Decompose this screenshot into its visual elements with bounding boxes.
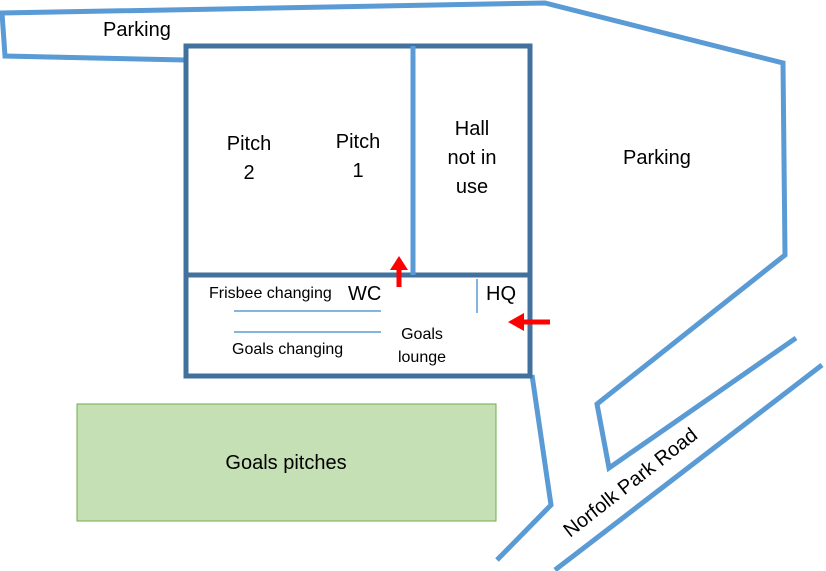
parking-right-label: Parking [623, 147, 691, 169]
frisbee-changing-label: Frisbee changing [209, 285, 332, 302]
hall-label-line1: Hall [455, 118, 489, 140]
hall-label-line2: not in [448, 147, 497, 169]
pitch2-label-line2: 2 [243, 162, 254, 184]
entrance-arrow-left [508, 313, 550, 331]
goals-lounge-label-line2: lounge [398, 349, 446, 366]
goals-lounge-label-line1: Goals [401, 326, 443, 343]
road-edge [553, 363, 824, 571]
pitch2-label-line1: Pitch [227, 133, 271, 155]
hq-label: HQ [486, 283, 516, 305]
parking-top-area [2, 3, 785, 470]
pitch1-label-line2: 1 [352, 160, 363, 182]
goals-pitches-label: Goals pitches [225, 452, 346, 474]
parking-top-outline [0, 0, 798, 473]
hall-label-line3: use [456, 176, 488, 198]
wc-label: WC [348, 283, 381, 305]
goals-pitches-area [76, 403, 497, 522]
building-outline [183, 43, 533, 379]
pitch1-label-line1: Pitch [336, 131, 380, 153]
road-label: Norfolk Park Road [560, 424, 702, 542]
driveway-outline [495, 374, 554, 562]
goals-changing-label: Goals changing [232, 341, 343, 358]
parking-top-label: Parking [103, 19, 171, 41]
entrance-arrow-up [390, 256, 408, 287]
